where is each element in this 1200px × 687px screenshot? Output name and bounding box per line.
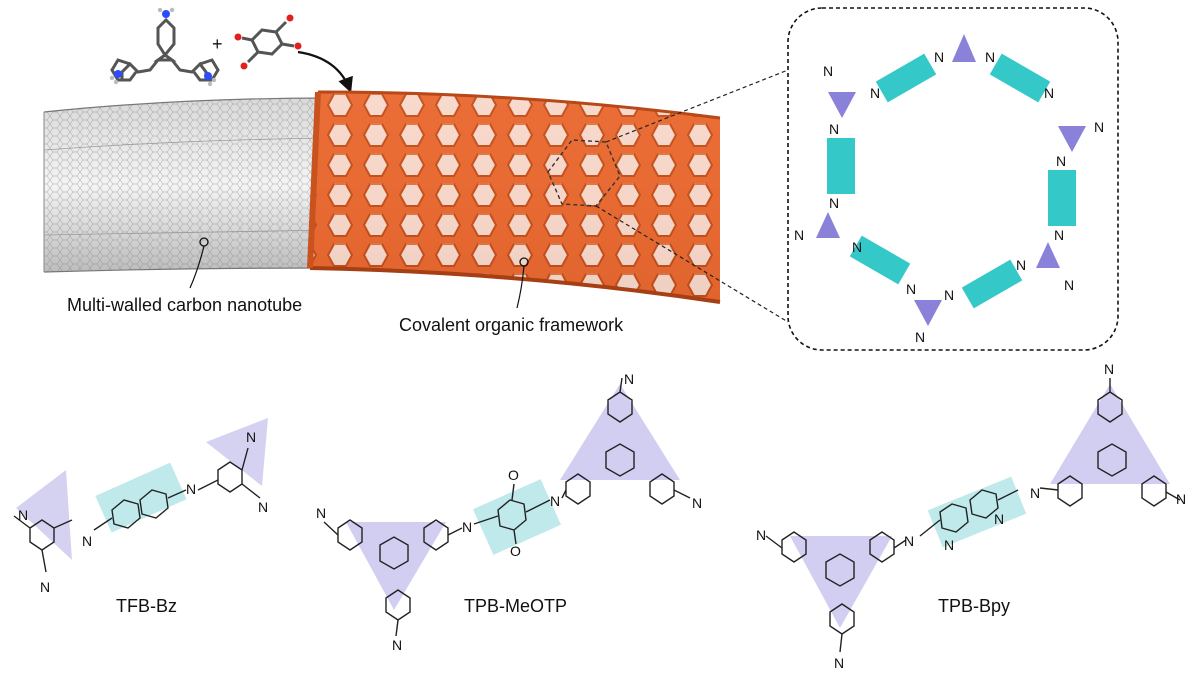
- tpb-bpy-label: TPB-Bpy: [938, 596, 1010, 616]
- zoom-callout-icon: [595, 69, 789, 323]
- molecule-3d-icon: +: [109, 7, 302, 87]
- n-label: N: [794, 227, 804, 243]
- n-label: N: [944, 537, 954, 553]
- cof-label: Covalent organic framework: [399, 315, 624, 335]
- tpb-meotp-structure: N N N N N N O O TPB-MeOTP: [316, 371, 702, 653]
- tfb-bz-structure: N N N N N N TFB-Bz: [13, 418, 268, 616]
- linker-blocks: [827, 53, 1076, 309]
- tfb-bz-label: TFB-Bz: [116, 596, 177, 616]
- mwcnt-label: Multi-walled carbon nanotube: [67, 295, 302, 315]
- n-label: N: [550, 493, 560, 509]
- n-label: N: [1056, 153, 1066, 169]
- cof-schematic: N N N N N N N N N N N N N N N N N: [787, 7, 1119, 351]
- node-triangles: [816, 34, 1086, 326]
- n-label: N: [1176, 491, 1186, 507]
- cof-label-group: Covalent organic framework: [399, 257, 624, 335]
- n-label: N: [994, 511, 1004, 527]
- n-label: N: [870, 85, 880, 101]
- n-label: N: [82, 533, 92, 549]
- n-label: N: [40, 579, 50, 595]
- mwcnt-label-group: Multi-walled carbon nanotube: [67, 237, 302, 315]
- n-label: N: [1064, 277, 1074, 293]
- tpb-bpy-structure: N N N N N N N N TPB-Bpy: [756, 361, 1186, 671]
- n-label: N: [906, 281, 916, 297]
- n-label: N: [462, 519, 472, 535]
- o-label: O: [510, 543, 521, 559]
- n-label: N: [186, 481, 196, 497]
- n-label: N: [1104, 361, 1114, 377]
- n-label: N: [392, 637, 402, 653]
- n-label: N: [316, 505, 326, 521]
- carbon-nanotube: [43, 97, 331, 273]
- n-label: N: [944, 287, 954, 303]
- n-label: N: [915, 329, 925, 345]
- n-label: N: [1094, 119, 1104, 135]
- n-label: N: [829, 121, 839, 137]
- cof-shell: [307, 90, 721, 304]
- n-label: N: [18, 507, 28, 523]
- n-label: N: [852, 239, 862, 255]
- n-label: N: [258, 499, 268, 515]
- schematic-n-labels: N N N N N N N N N N N N N N N N N: [794, 49, 1104, 345]
- n-label: N: [829, 195, 839, 211]
- arrow-icon: [297, 50, 353, 93]
- n-label: N: [985, 49, 995, 65]
- n-label: N: [834, 655, 844, 671]
- n-label: N: [624, 371, 634, 387]
- n-label: N: [1030, 485, 1040, 501]
- n-label: N: [246, 429, 256, 445]
- n-label: N: [1054, 227, 1064, 243]
- n-label: N: [904, 533, 914, 549]
- n-label: N: [756, 527, 766, 543]
- tpb-meotp-label: TPB-MeOTP: [464, 596, 567, 616]
- n-label: N: [692, 495, 702, 511]
- n-label: N: [934, 49, 944, 65]
- plus-sign: +: [212, 34, 223, 54]
- o-label: O: [508, 467, 519, 483]
- n-label: N: [823, 63, 833, 79]
- n-label: N: [1016, 257, 1026, 273]
- n-label: N: [1044, 85, 1054, 101]
